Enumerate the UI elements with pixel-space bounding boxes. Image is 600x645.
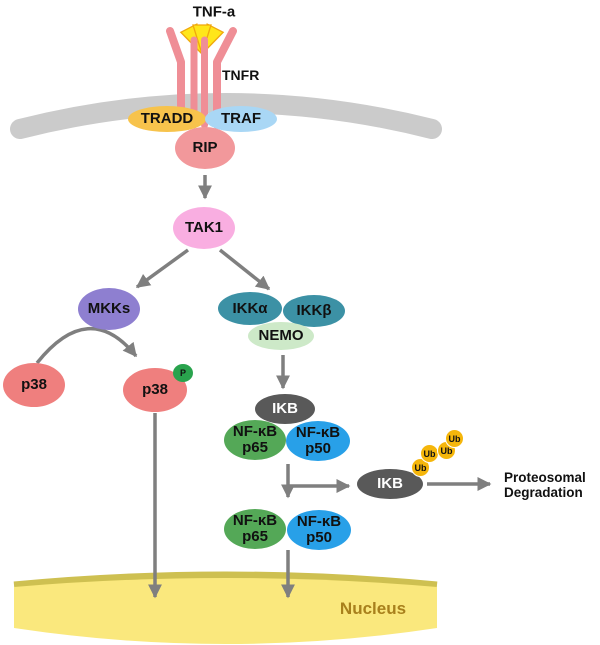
node-nfkb-p65: NF-κB p65 bbox=[224, 420, 286, 460]
node-p38: p38 bbox=[3, 363, 65, 407]
node-ikb-label: IKB bbox=[272, 400, 298, 417]
nucleus-shape bbox=[13, 571, 438, 644]
node-nfkb-p50-released: NF-κB p50 bbox=[287, 510, 351, 550]
node-nfkb-p65-line1: NF-κB bbox=[232, 423, 278, 440]
node-ikka-label: IKKα bbox=[232, 299, 268, 317]
nucleus-body bbox=[14, 578, 437, 644]
nucleus-label: Nucleus bbox=[339, 599, 407, 618]
degradation-line1: Proteosomal bbox=[504, 470, 586, 485]
ub-badge-4-label: Ub bbox=[448, 433, 461, 444]
node-mkks: MKKs bbox=[78, 288, 140, 330]
node-nemo-label: NEMO bbox=[258, 327, 304, 344]
ub-badge-3-label: Ub bbox=[440, 445, 453, 456]
node-nfkb-p50-line1: NF-κB bbox=[295, 424, 341, 441]
node-ikkb-label: IKKβ bbox=[296, 302, 332, 319]
ub-badge-4: Ub bbox=[445, 429, 464, 448]
tnfr-label: TNFR bbox=[222, 67, 260, 83]
node-ikka: IKKα bbox=[218, 292, 282, 325]
node-nfkb-p65-released-line1: NF-κB bbox=[232, 512, 278, 529]
node-ikb: IKB bbox=[255, 394, 315, 424]
node-rip: RIP bbox=[175, 127, 235, 169]
node-nfkb-p50-line2: p50 bbox=[305, 440, 331, 457]
node-p38-phospho-label: p38 bbox=[142, 381, 168, 398]
node-ikb-ubiquitinated-label: IKB bbox=[377, 475, 403, 492]
arrows bbox=[35, 175, 492, 599]
tnf-ligand-label: TNF-a bbox=[192, 3, 236, 21]
node-nfkb-p65-line2: p65 bbox=[242, 439, 268, 456]
ub-badge-1-label: Ub bbox=[414, 462, 427, 473]
node-tradd: TRADD bbox=[128, 106, 206, 132]
node-tak1-label: TAK1 bbox=[184, 219, 224, 236]
node-ikb-ubiquitinated: IKB bbox=[357, 469, 423, 499]
phospho-badge-label: P bbox=[179, 368, 186, 378]
node-rip-label: RIP bbox=[192, 139, 218, 156]
node-tak1: TAK1 bbox=[173, 207, 235, 249]
node-nfkb-p50: NF-κB p50 bbox=[286, 421, 350, 461]
node-nfkb-p65-released-line2: p65 bbox=[242, 528, 268, 545]
node-mkks-label: MKKs bbox=[87, 300, 131, 317]
node-nfkb-p50-released-line1: NF-κB bbox=[296, 513, 342, 530]
node-nfkb-p50-released-line2: p50 bbox=[306, 529, 332, 546]
node-traf: TRAF bbox=[205, 106, 277, 132]
nucleus-border bbox=[13, 571, 438, 589]
phospho-badge: P bbox=[173, 364, 193, 382]
degradation-line2: Degradation bbox=[504, 485, 583, 500]
ub-badge-2: Ub bbox=[420, 444, 439, 463]
node-traf-label: TRAF bbox=[221, 110, 261, 127]
arrow-tak1-ikk bbox=[218, 248, 271, 291]
node-nfkb-p65-released: NF-κB p65 bbox=[224, 509, 286, 549]
degradation-label: Proteosomal Degradation bbox=[504, 470, 586, 500]
arrow-tak1-mkks bbox=[135, 248, 190, 289]
node-nemo: NEMO bbox=[248, 322, 314, 350]
ub-badge-2-label: Ub bbox=[423, 448, 436, 459]
node-p38-label: p38 bbox=[21, 376, 47, 393]
node-ikkb: IKKβ bbox=[283, 295, 345, 327]
node-tradd-label: TRADD bbox=[140, 110, 194, 127]
arrow-p38-phospho bbox=[35, 327, 138, 365]
cell-membrane bbox=[10, 93, 442, 139]
